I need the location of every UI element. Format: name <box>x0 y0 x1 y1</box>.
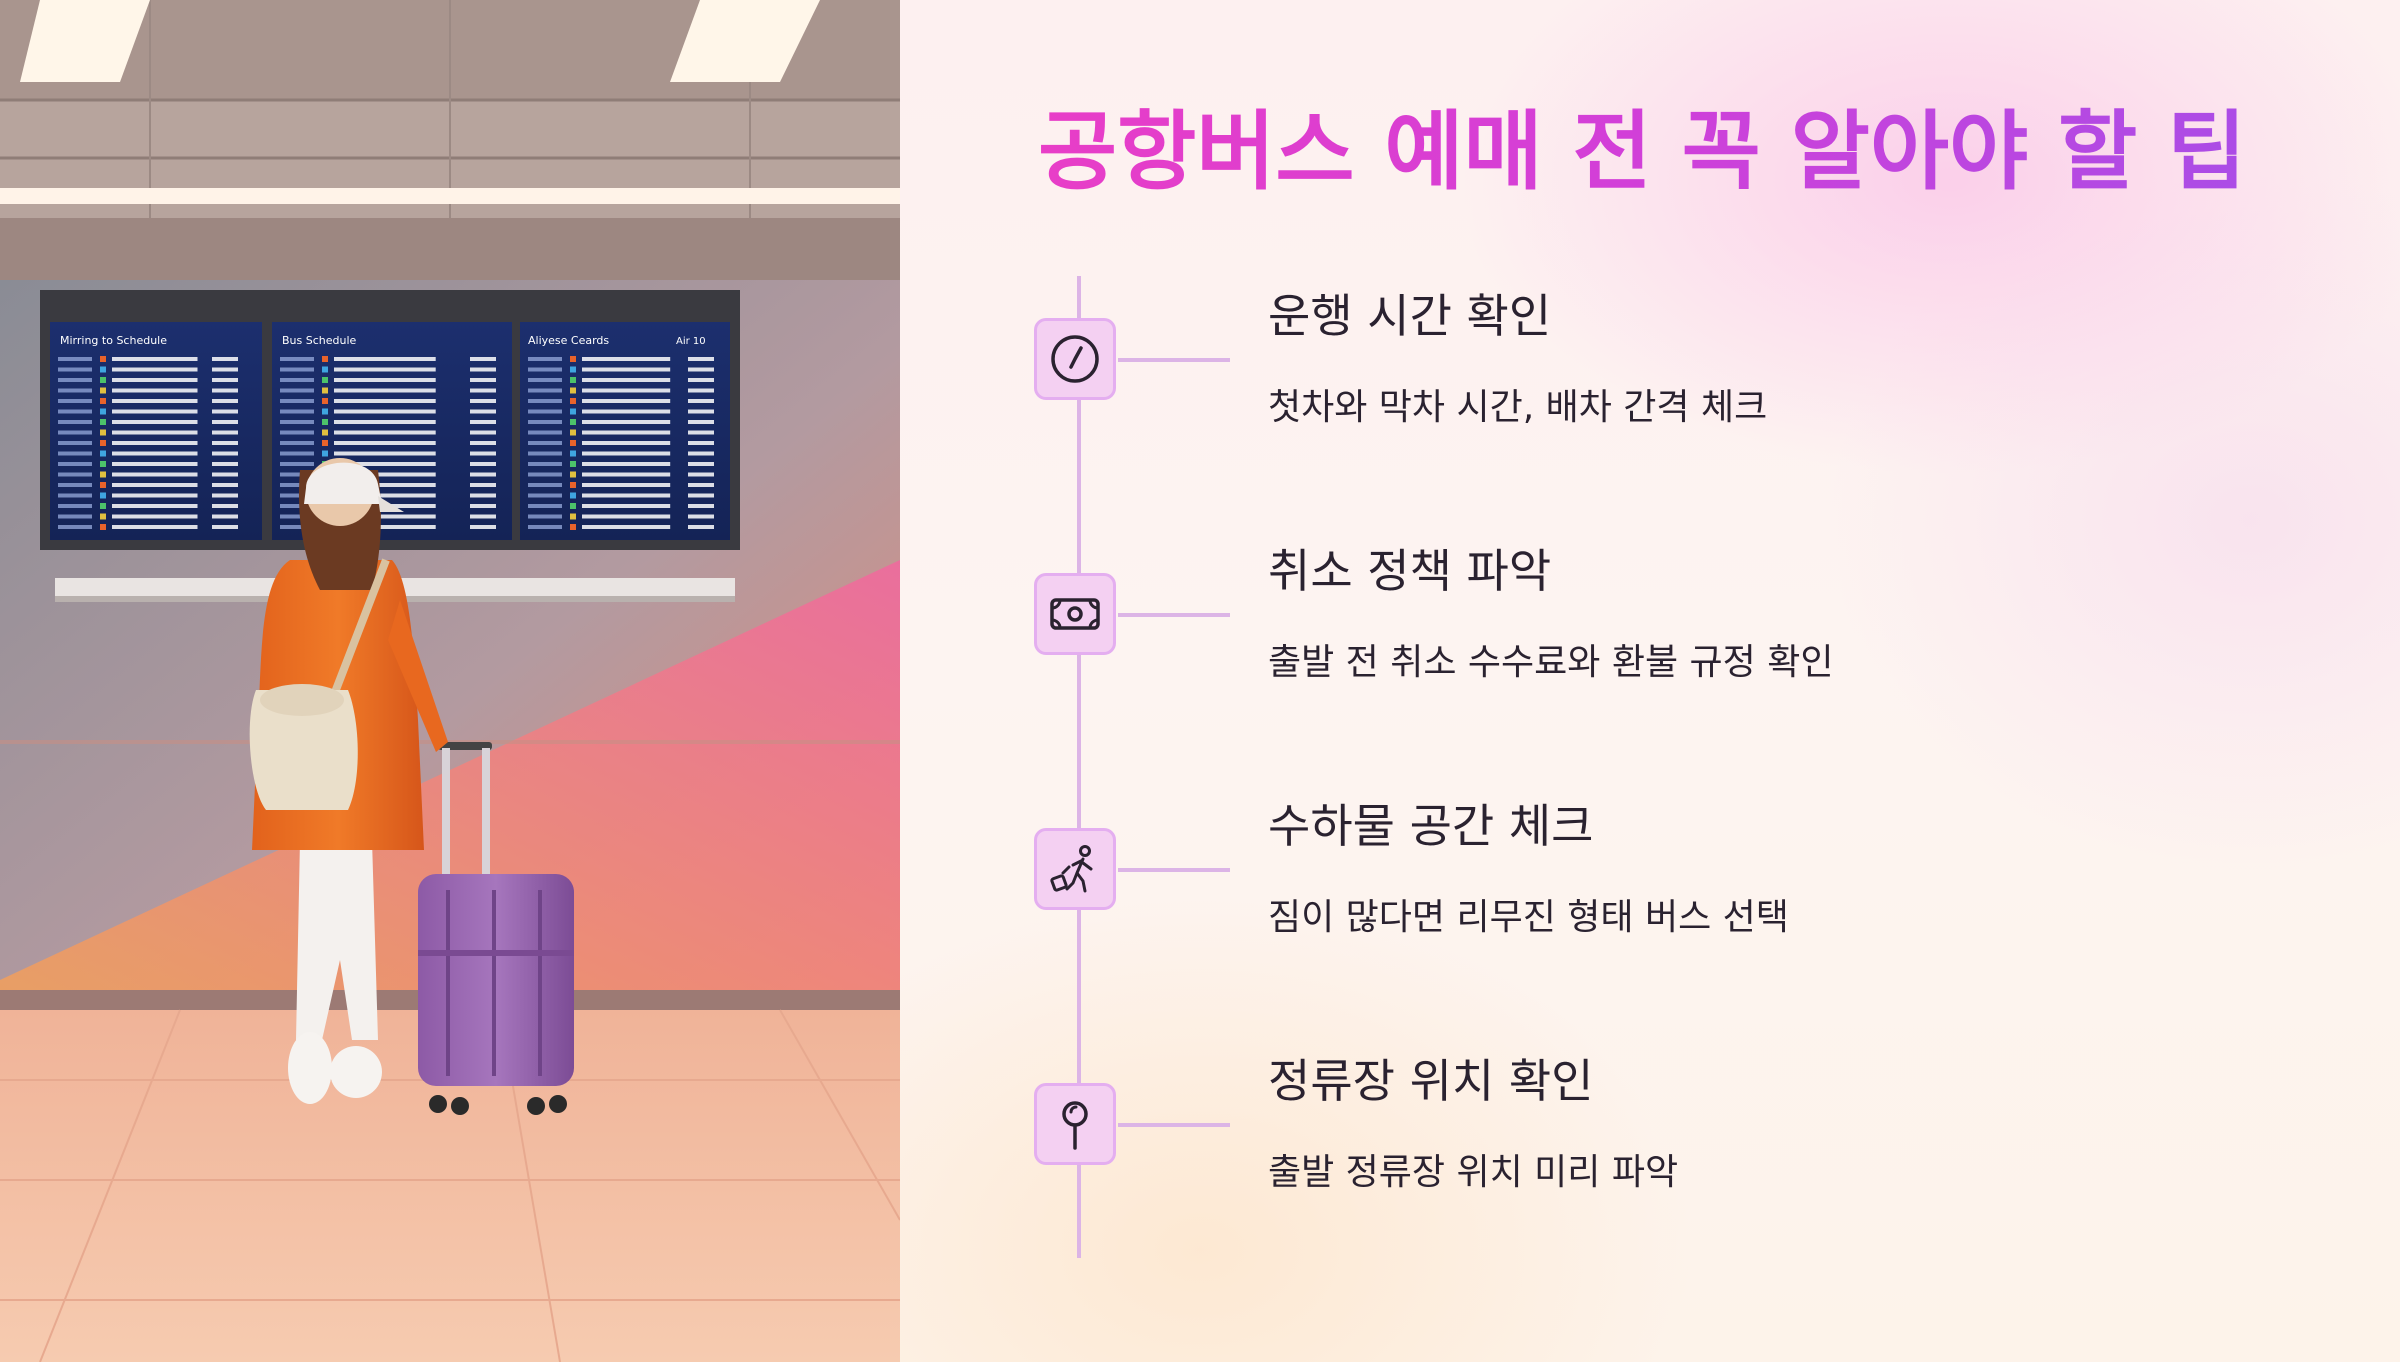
hero-photo: Mirring to Schedule Bus Schedule Aliyese… <box>0 0 900 1362</box>
tip-description: 출발 정류장 위치 미리 파악 <box>1268 1152 1679 1193</box>
board-title-2: Bus Schedule <box>282 334 357 347</box>
page-title: 공항버스 예매 전 꼭 알아야 할 팁 <box>1038 92 2338 212</box>
traveler-luggage-icon <box>1034 828 1116 910</box>
tip-title: 취소 정책 파악 <box>1268 544 1552 598</box>
tip-item-luggage: 수하물 공간 체크 짐이 많다면 리무진 형태 버스 선택 <box>900 786 2400 966</box>
content-panel: 공항버스 예매 전 꼭 알아야 할 팁 운행 시간 확인 첫차와 막차 시간, … <box>900 0 2400 1362</box>
banknote-icon <box>1034 573 1116 655</box>
timeline-line <box>1077 276 1081 1258</box>
map-pin-icon <box>1034 1083 1116 1165</box>
tip-description: 출발 전 취소 수수료와 환불 규정 확인 <box>1268 642 1834 683</box>
board-rows <box>58 356 714 530</box>
board-title-3: Aliyese Ceards <box>528 334 609 347</box>
tip-description: 짐이 많다면 리무진 형태 버스 선택 <box>1268 897 1789 938</box>
tip-description: 첫차와 막차 시간, 배차 간격 체크 <box>1268 387 1768 428</box>
timeline-connector <box>1118 868 1230 872</box>
tip-title: 수하물 공간 체크 <box>1268 799 1594 853</box>
tip-item-bus-stop: 정류장 위치 확인 출발 정류장 위치 미리 파악 <box>900 1041 2400 1221</box>
tip-item-schedule: 운행 시간 확인 첫차와 막차 시간, 배차 간격 체크 <box>900 276 2400 456</box>
timeline-connector <box>1118 613 1230 617</box>
board-tag: Air 10 <box>676 336 706 347</box>
tip-title: 정류장 위치 확인 <box>1268 1054 1594 1108</box>
tip-item-cancellation: 취소 정책 파악 출발 전 취소 수수료와 환불 규정 확인 <box>900 531 2400 711</box>
timeline-connector <box>1118 358 1230 362</box>
timeline-connector <box>1118 1123 1230 1127</box>
tip-title: 운행 시간 확인 <box>1268 289 1552 343</box>
clock-icon <box>1034 318 1116 400</box>
board-title-1: Mirring to Schedule <box>60 334 167 347</box>
